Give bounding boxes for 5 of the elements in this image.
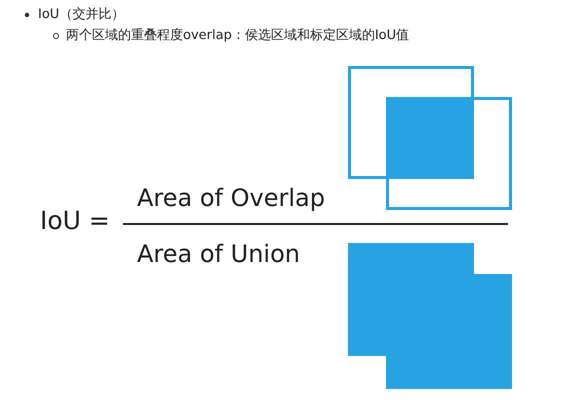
formula-text: IoU = — [40, 208, 110, 233]
sub-list-item: 两个区域的重叠程度overlap：侯选区域和标定区域的IoU值 — [66, 29, 410, 42]
list-item: IoU（交并比） — [38, 8, 124, 21]
denominator-text: Area of Union — [137, 242, 300, 266]
numerator-text: Area of Overlap — [137, 186, 325, 210]
